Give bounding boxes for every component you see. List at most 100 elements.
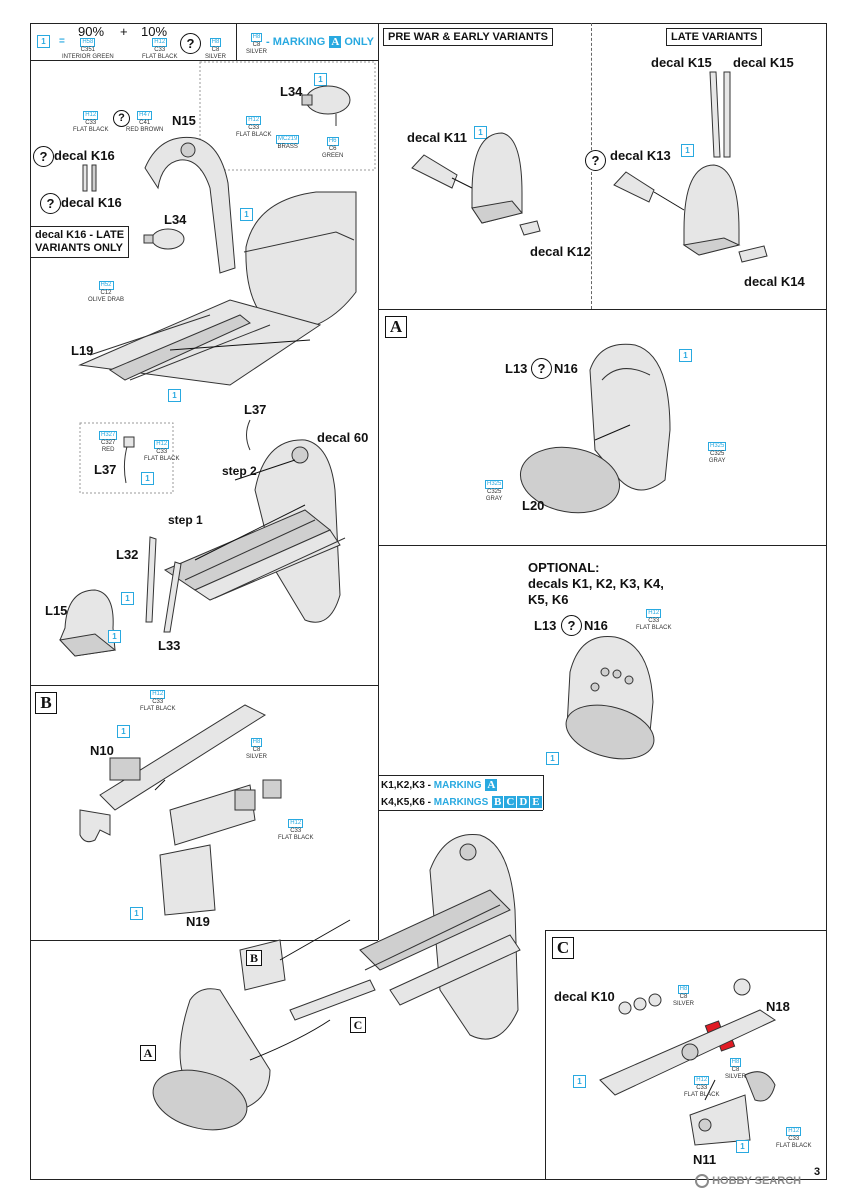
seat-l15-drawing (58, 589, 117, 657)
early-seat-drawing (411, 132, 541, 236)
label-step-1: step 1 (168, 513, 203, 527)
label-l34: L34 (164, 212, 187, 227)
tag-c-b: 1 (736, 1140, 749, 1153)
decal-k16-strips (82, 164, 97, 192)
marking-badge: E (530, 796, 542, 808)
label-decal-k16-a: decal K16 (54, 148, 115, 163)
label-l32: L32 (116, 547, 139, 562)
tag-b-a: 1 (117, 725, 130, 738)
question-icon-opt: ? (561, 615, 582, 636)
question-icon-k16b: ? (40, 193, 61, 214)
label-l20: L20 (522, 498, 545, 513)
header-sep (236, 23, 237, 60)
tag-a: 1 (679, 349, 692, 362)
divider-c-top (545, 930, 827, 931)
label-n10: N10 (90, 743, 114, 758)
question-icon-n15: ? (113, 110, 130, 127)
cockpit-floor-l19-drawing (78, 299, 322, 386)
tag-l19: 1 (168, 389, 181, 402)
divider-bl (30, 940, 378, 941)
question-icon-k16a: ? (33, 146, 54, 167)
label-n11: N11 (693, 1152, 717, 1167)
marking-badge: B (492, 796, 504, 808)
label-decal-k10: decal K10 (554, 989, 615, 1004)
oxygen-bottle-small (143, 228, 185, 250)
page-number: 3 (814, 1166, 821, 1178)
l37-inset-box (79, 422, 174, 494)
headrest-plate-drawing (519, 343, 671, 514)
section-b-marker: B (35, 692, 57, 714)
page-frame (30, 23, 827, 1180)
seat-frame-n15-drawing (144, 136, 236, 274)
decal-k10-discs (618, 993, 662, 1015)
section-c-marker: C (552, 937, 574, 959)
question-icon-k13: ? (585, 150, 606, 171)
label-decal-k15-b: decal K15 (733, 55, 794, 70)
tag-l18: 1 (240, 208, 253, 221)
label-l19: L19 (71, 343, 94, 358)
label-decal-k11: decal K11 (407, 130, 467, 145)
tag-opt: 1 (546, 752, 559, 765)
ratio-tag: 1 (37, 35, 50, 48)
marking-badge: C (504, 796, 517, 808)
label-l37-inset: L37 (94, 462, 117, 477)
tag-k13: 1 (681, 144, 694, 157)
pct-a: 90% (78, 24, 105, 39)
equals-sign: = (59, 36, 65, 47)
question-icon-a: ? (531, 358, 552, 379)
marking-a-badge: A (329, 36, 342, 48)
optional-note: OPTIONAL:decals K1, K2, K3, K4,K5, K6 (528, 560, 664, 607)
label-l13-opt: L13 (534, 618, 557, 633)
armor-plate-drawing (243, 191, 357, 333)
heading-pre-war: PRE WAR & EARLY VARIANTS (383, 28, 553, 46)
heading-late-variants: LATE VARIANTS (666, 28, 763, 46)
header-divider (30, 60, 378, 61)
label-n16-opt: N16 (584, 618, 608, 633)
cockpit-assembly-step-drawing (163, 419, 346, 623)
oxygen-bottle-drawing (301, 85, 351, 126)
divider-ml (30, 685, 378, 686)
divider-marking-2 (378, 810, 543, 811)
shoulder-straps-k15 (709, 71, 731, 158)
label-decal-k12: decal K12 (530, 244, 591, 259)
tag-l34-inset: 1 (314, 73, 327, 86)
assembly-b-marker: B (246, 950, 262, 966)
label-decal-k16-b: decal K16 (61, 195, 122, 210)
label-l15: L15 (45, 603, 68, 618)
question-icon: ? (180, 33, 201, 54)
divider-a (378, 545, 827, 546)
label-step-2: step 2 (222, 464, 257, 478)
control-box-drawing (79, 704, 282, 916)
label-n16-a: N16 (554, 361, 578, 376)
divider-marking (378, 775, 543, 776)
divider-marking-3 (543, 775, 544, 810)
label-l13-a: L13 (505, 361, 528, 376)
assembly-c-marker: C (350, 1017, 366, 1033)
watermark-logo-icon (695, 1174, 709, 1188)
label-decal-60: decal 60 (317, 430, 369, 445)
label-n18: N18 (766, 999, 790, 1014)
plus-sign: + (120, 24, 128, 39)
strap-drawing (145, 536, 182, 633)
instrument-panel-drawing (565, 635, 655, 760)
